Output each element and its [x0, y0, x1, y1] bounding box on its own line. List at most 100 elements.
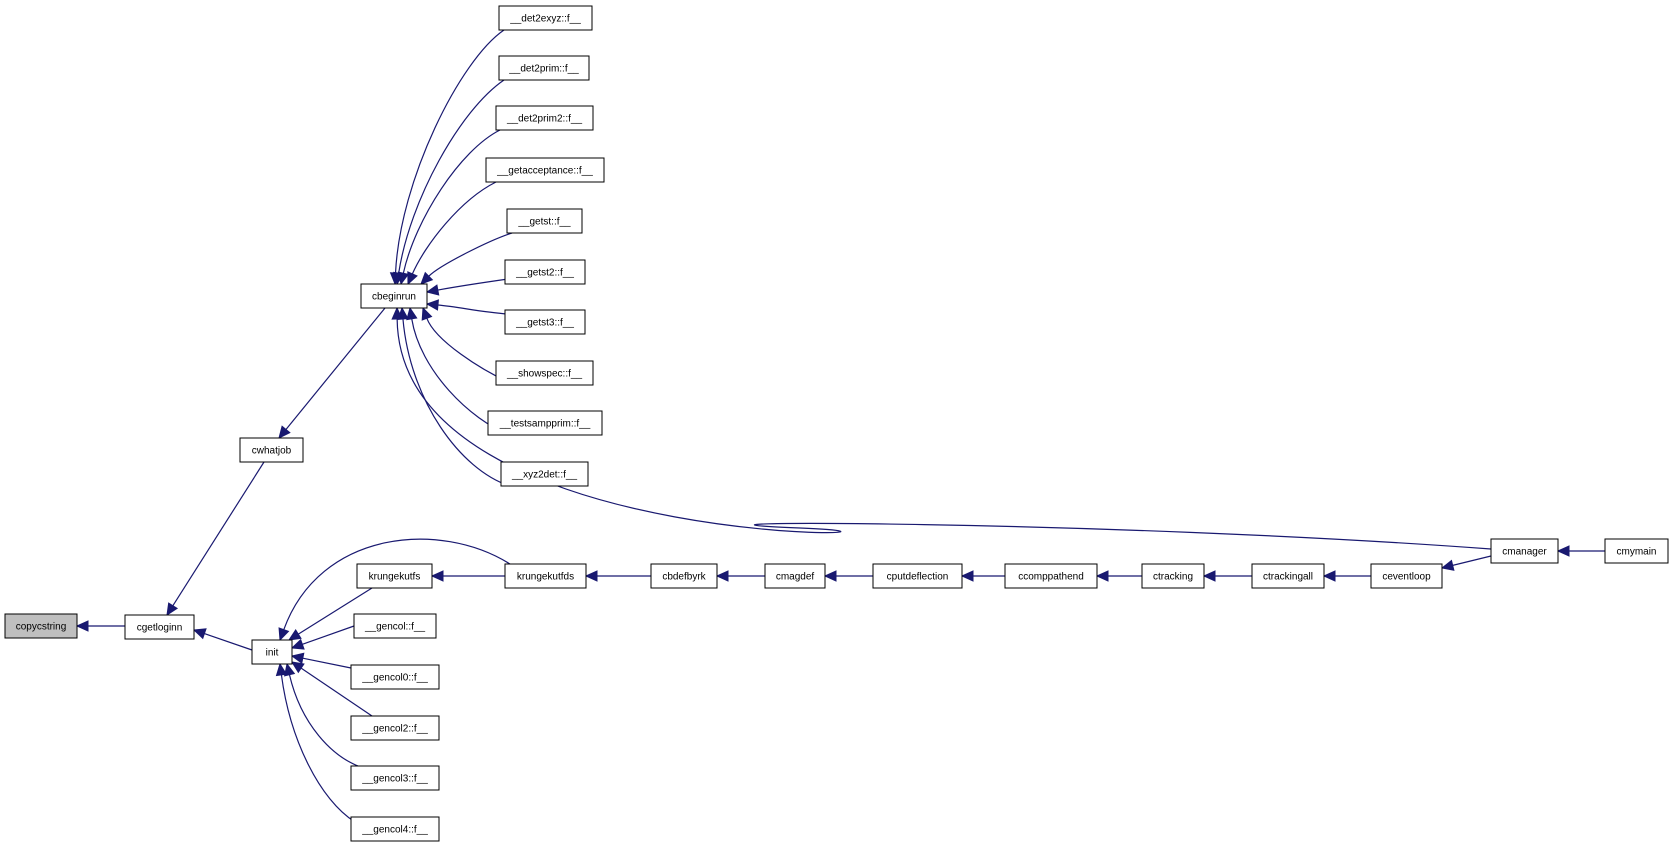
node-label: ctrackingall [1263, 572, 1313, 583]
node-label: __gencol::f__ [364, 622, 425, 633]
node-ctrackingall[interactable]: ctrackingall [1251, 563, 1325, 589]
node-getst2[interactable]: __getst2::f__ [504, 259, 586, 285]
node-box[interactable] [353, 613, 437, 639]
node-getst3[interactable]: __getst3::f__ [504, 309, 586, 335]
node-box[interactable] [1490, 538, 1559, 564]
node-label: krungekutfs [369, 572, 421, 583]
node-box[interactable] [1004, 563, 1098, 589]
node-label: cmanager [1502, 547, 1547, 558]
node-cmagdef[interactable]: cmagdef [764, 563, 826, 589]
node-gencol3[interactable]: __gencol3::f__ [350, 765, 440, 791]
edge-cgetloginn-to-copycstring [75, 620, 125, 632]
edge-gencol0-to-init [290, 652, 352, 669]
node-gencol4[interactable]: __gencol4::f__ [350, 816, 440, 842]
node-cbeginrun[interactable]: cbeginrun [360, 283, 428, 309]
node-xyz2det[interactable]: __xyz2det::f__ [500, 461, 589, 487]
edge-xyz2det-to-cbeginrun [397, 306, 511, 487]
node-box[interactable] [498, 5, 593, 31]
node-box[interactable] [124, 614, 195, 640]
node-box[interactable] [504, 259, 586, 285]
node-cgetloginn[interactable]: cgetloginn [124, 614, 195, 640]
node-box[interactable] [504, 563, 587, 589]
node-box[interactable] [487, 410, 603, 436]
node-label: cgetloginn [137, 623, 183, 634]
node-label: krungekutfds [517, 572, 574, 583]
node-box[interactable] [1141, 563, 1205, 589]
edge-getacceptance-to-cbeginrun [407, 181, 497, 286]
node-label: __getacceptance::f__ [496, 166, 593, 177]
node-box[interactable] [4, 613, 78, 639]
node-gencol2[interactable]: __gencol2::f__ [350, 715, 440, 741]
edge-cmymain-to-cmanager [1556, 545, 1605, 557]
node-label: ctracking [1153, 572, 1193, 583]
node-cputdeflection[interactable]: cputdeflection [872, 563, 963, 589]
node-cwhatjob[interactable]: cwhatjob [239, 437, 304, 463]
node-getacceptance[interactable]: __getacceptance::f__ [485, 157, 605, 183]
node-showspec[interactable]: __showspec::f__ [495, 360, 594, 386]
node-label: __getst::f__ [517, 217, 571, 228]
edge-cmagdef-to-cbdefbyrk [715, 570, 765, 582]
edge-getst3-to-cbeginrun [425, 299, 509, 315]
node-getst[interactable]: __getst::f__ [506, 208, 583, 234]
edge-ctracking-to-ccomppathend [1095, 570, 1142, 582]
node-box[interactable] [350, 664, 440, 690]
node-box[interactable] [350, 765, 440, 791]
node-ceventloop[interactable]: ceventloop [1370, 563, 1443, 589]
node-box[interactable] [498, 55, 590, 81]
node-box[interactable] [356, 563, 433, 589]
node-gencol[interactable]: __gencol::f__ [353, 613, 437, 639]
edge-krungekutfds-to-init [278, 538, 511, 642]
node-copycstring[interactable]: copycstring [4, 613, 78, 639]
node-label: __det2prim::f__ [508, 64, 579, 75]
node-testsampprim[interactable]: __testsampprim::f__ [487, 410, 603, 436]
node-label: ccomppathend [1018, 572, 1084, 583]
node-gencol0[interactable]: __gencol0::f__ [350, 664, 440, 690]
edges-layer [75, 29, 1605, 823]
node-label: __getst3::f__ [515, 318, 574, 329]
node-box[interactable] [506, 208, 583, 234]
node-label: __showspec::f__ [506, 369, 582, 380]
node-label: __testsampprim::f__ [499, 419, 591, 430]
node-box[interactable] [251, 639, 293, 665]
node-ccomppathend[interactable]: ccomppathend [1004, 563, 1098, 589]
node-label: cbeginrun [372, 292, 416, 303]
node-box[interactable] [650, 563, 718, 589]
node-box[interactable] [764, 563, 826, 589]
edge-cmanager-to-ceventloop [1440, 555, 1492, 571]
node-label: __gencol0::f__ [361, 673, 428, 684]
node-label: __getst2::f__ [515, 268, 574, 279]
node-box[interactable] [350, 715, 440, 741]
node-label: __gencol4::f__ [361, 825, 428, 836]
node-det2prim2[interactable]: __det2prim2::f__ [495, 105, 594, 131]
node-label: cmymain [1616, 547, 1656, 558]
node-label: copycstring [16, 622, 67, 633]
node-box[interactable] [495, 105, 594, 131]
node-label: cbdefbyrk [662, 572, 706, 583]
node-box[interactable] [872, 563, 963, 589]
edge-init-to-cgetloginn [192, 628, 253, 651]
edge-getst2-to-cbeginrun [425, 278, 509, 296]
node-cbdefbyrk[interactable]: cbdefbyrk [650, 563, 718, 589]
node-box[interactable] [495, 360, 594, 386]
node-ctracking[interactable]: ctracking [1141, 563, 1205, 589]
node-cmanager[interactable]: cmanager [1490, 538, 1559, 564]
node-label: __gencol2::f__ [361, 724, 428, 735]
node-box[interactable] [239, 437, 304, 463]
node-box[interactable] [500, 461, 589, 487]
node-box[interactable] [360, 283, 428, 309]
node-box[interactable] [1370, 563, 1443, 589]
node-cmymain[interactable]: cmymain [1604, 538, 1669, 564]
edge-det2prim2-to-cbeginrun [397, 129, 501, 286]
node-det2exyz[interactable]: __det2exyz::f__ [498, 5, 593, 31]
node-label: cmagdef [776, 572, 815, 583]
edge-cwhatjob-to-cgetloginn [166, 461, 265, 617]
node-box[interactable] [1251, 563, 1325, 589]
node-box[interactable] [504, 309, 586, 335]
node-init[interactable]: init [251, 639, 293, 665]
node-det2prim[interactable]: __det2prim::f__ [498, 55, 590, 81]
node-box[interactable] [1604, 538, 1669, 564]
node-krungekutfds[interactable]: krungekutfds [504, 563, 587, 589]
node-box[interactable] [485, 157, 605, 183]
node-box[interactable] [350, 816, 440, 842]
node-krungekutfs[interactable]: krungekutfs [356, 563, 433, 589]
